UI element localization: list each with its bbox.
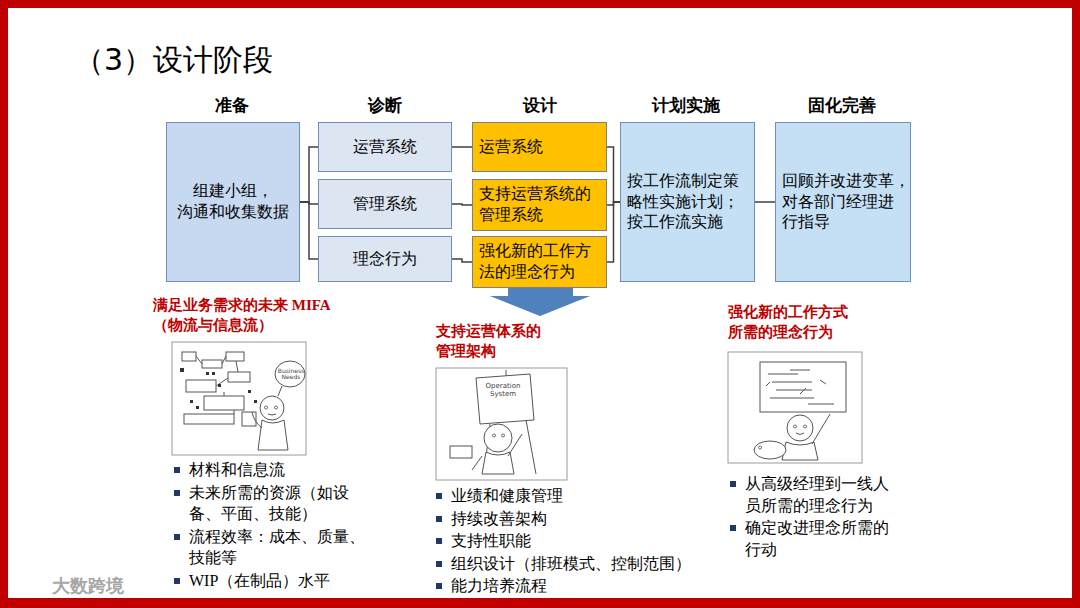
bullet-item: 确定改进理念所需的 行动 [728,517,905,560]
column-header: 固化完善 [792,95,892,117]
box-text: 运营系统 [479,137,600,158]
prep-box: 组建小组， 沟通和收集数据 [166,122,300,282]
sketch-note: Operation System [478,383,528,398]
watermark: 大数跨境 [52,574,172,597]
bullet-text: 流程效率：成本、质量、 技能等 [189,526,369,569]
bullet-text: WIP（在制品）水平 [189,570,369,592]
bullet-marker [436,561,442,567]
bullet-marker [730,525,736,531]
bracket-connector [607,147,620,202]
slide-title: （3）设计阶段 [74,40,273,81]
bracket-connector [755,201,775,203]
column-header: 设计 [500,95,580,117]
bullet-list: 从高级经理到一线人 员所需的理念行为确定改进理念所需的 行动 [728,473,905,560]
bullet-item: 从高级经理到一线人 员所需的理念行为 [728,473,905,516]
diagnosis-box: 管理系统 [318,179,452,229]
bracket-connector [452,259,472,262]
bullet-item: 支持性职能 [434,530,711,552]
easel-sketch [436,368,567,480]
box-text: 回顾并改进变革， 对各部门经理进 行指导 [782,171,904,233]
bullet-item: 能力培养流程 [434,575,711,597]
consolidate-box: 回顾并改进变革， 对各部门经理进 行指导 [775,122,911,282]
bullet-item: 组织设计（排班模式、控制范围） [434,553,711,575]
bullet-text: 组织设计（排班模式、控制范围） [451,553,711,575]
bullet-item: 流程效率：成本、质量、 技能等 [172,526,369,569]
bullet-item: 未来所需的资源（如设 备、平面、技能） [172,482,369,525]
bullet-text: 业绩和健康管理 [451,485,711,507]
bullet-item: 持续改善架构 [434,508,711,530]
box-text: 强化新的工作方 法的理念行为 [479,241,600,283]
bullet-marker [730,481,736,487]
design-box: 支持运营系统的 管理系统 [472,179,607,231]
bullet-marker [174,578,180,584]
bullet-text: 未来所需的资源（如设 备、平面、技能） [189,482,369,525]
diagnosis-box: 理念行为 [318,236,452,282]
plan-box: 按工作流制定策 略性实施计划； 按工作流实施 [620,122,755,282]
bullet-item: 材料和信息流 [172,459,369,481]
bullet-marker [174,467,180,473]
bullet-marker [436,516,442,522]
bullet-text: 确定改进理念所需的 行动 [745,517,905,560]
column-header: 计划实施 [636,95,736,117]
section-heading: 支持运营体系的 管理架构 [436,322,558,361]
box-text: 支持运营系统的 管理系统 [479,184,600,226]
section-heading: 强化新的工作方式 所需的理念行为 [728,303,860,342]
bullet-item: WIP（在制品）水平 [172,570,369,592]
bullet-marker [436,538,442,544]
design-box: 运营系统 [472,122,607,172]
bracket-connector [300,147,318,202]
bullet-marker [174,490,180,496]
bullet-marker [174,534,180,540]
bullet-text: 持续改善架构 [451,508,711,530]
bullet-list: 材料和信息流未来所需的资源（如设 备、平面、技能）流程效率：成本、质量、 技能等… [172,459,369,592]
presenter-sketch [728,352,862,463]
section-heading: 满足业务需求的未来 MIFA（物流与信息流） [153,296,333,335]
box-text: 管理系统 [325,194,445,215]
bracket-connector [452,204,472,205]
box-text: 理念行为 [325,249,445,270]
bullet-text: 支持性职能 [451,530,711,552]
mifa-sketch [172,342,306,455]
bullet-list: 业绩和健康管理持续改善架构支持性职能组织设计（排班模式、控制范围）能力培养流程 [434,485,711,597]
bullet-text: 从高级经理到一线人 员所需的理念行为 [745,473,905,516]
block-arrow [490,284,590,316]
box-text: 运营系统 [325,137,445,158]
diagnosis-box: 运营系统 [318,122,452,172]
bullet-marker [436,583,442,589]
bullet-marker [436,493,442,499]
column-header: 诊断 [345,95,425,117]
column-header: 准备 [192,95,272,117]
bullet-text: 能力培养流程 [451,575,711,597]
box-text: 组建小组， 沟通和收集数据 [173,181,293,223]
sketch-note: Business Needs [277,368,305,380]
bracket-connector [607,202,620,262]
bracket-connector [452,146,472,148]
bullet-item: 业绩和健康管理 [434,485,711,507]
bracket-connector [300,202,318,259]
design-box: 强化新的工作方 法的理念行为 [472,236,607,288]
bullet-text: 材料和信息流 [189,459,369,481]
box-text: 按工作流制定策 略性实施计划； 按工作流实施 [627,171,748,233]
